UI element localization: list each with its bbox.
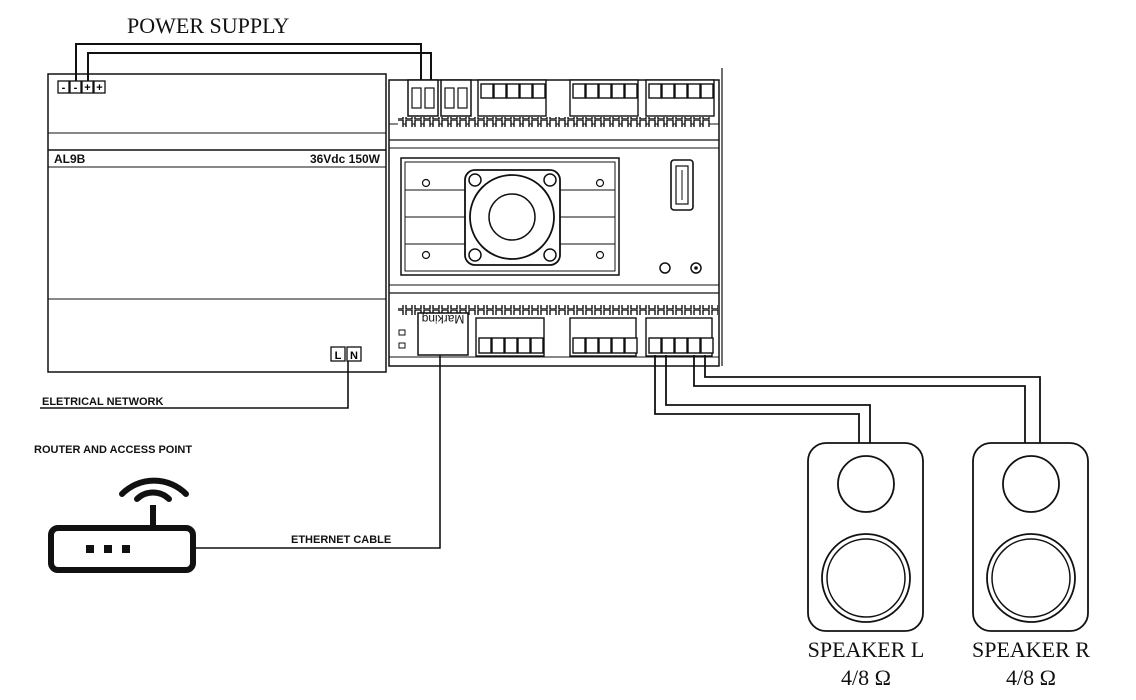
speaker-left-impedance: 4/8 Ω: [841, 665, 891, 690]
speaker-right-tweeter: [1002, 455, 1060, 513]
speaker-left-tweeter: [837, 455, 895, 513]
router-icon: [48, 477, 196, 573]
reset-button-icon: [690, 262, 702, 274]
speaker-right: SPEAKER R 4/8 Ω: [972, 442, 1090, 690]
led-indicator: [659, 262, 671, 274]
bottom-terminal-blocks: [475, 317, 714, 357]
dc-terminal-3: +: [84, 82, 90, 94]
power-supply-unit: AL9B 36Vdc 150W - - + + L N: [47, 73, 387, 373]
speaker-left-woofer: [821, 533, 911, 623]
ethernet-cable-label: ETHERNET CABLE: [291, 534, 391, 546]
power-wires: [75, 43, 432, 84]
ac-terminal-l: L: [335, 350, 342, 362]
power-supply-model: AL9B: [54, 152, 86, 166]
heatsink-panel: [400, 157, 620, 276]
speaker-wires: [654, 355, 1041, 443]
power-supply-rating: 36Vdc 150W: [310, 152, 381, 166]
speaker-right-name: SPEAKER R: [972, 637, 1090, 662]
speaker-left: SPEAKER L 4/8 Ω: [807, 442, 925, 690]
ethernet-port: Marking: [398, 312, 469, 356]
top-terminal-blocks: [477, 79, 715, 117]
speaker-left-name: SPEAKER L: [808, 637, 925, 662]
power-supply-title: POWER SUPPLY: [127, 13, 289, 38]
amp-brand-text: Marking: [422, 312, 465, 326]
dc-terminal-1: -: [62, 82, 66, 94]
fan-icon: [464, 169, 561, 266]
router-label: ROUTER AND ACCESS POINT: [34, 444, 192, 456]
dc-terminal-2: -: [74, 82, 78, 94]
electrical-network-label: ELETRICAL NETWORK: [42, 396, 163, 408]
usb-port-icon: [670, 159, 694, 211]
ac-terminal-n: N: [350, 350, 358, 362]
ac-terminal-block: L N: [330, 346, 362, 362]
amplifier-module: Marking: [388, 68, 723, 367]
electrical-network-wire: [40, 361, 349, 409]
dc-terminal-4: +: [96, 82, 102, 94]
ethernet-cable: [193, 355, 441, 549]
amp-power-connector: [407, 79, 472, 117]
speaker-right-impedance: 4/8 Ω: [1006, 665, 1056, 690]
speaker-right-woofer: [986, 533, 1076, 623]
dc-terminal-block: - - + +: [57, 80, 106, 94]
